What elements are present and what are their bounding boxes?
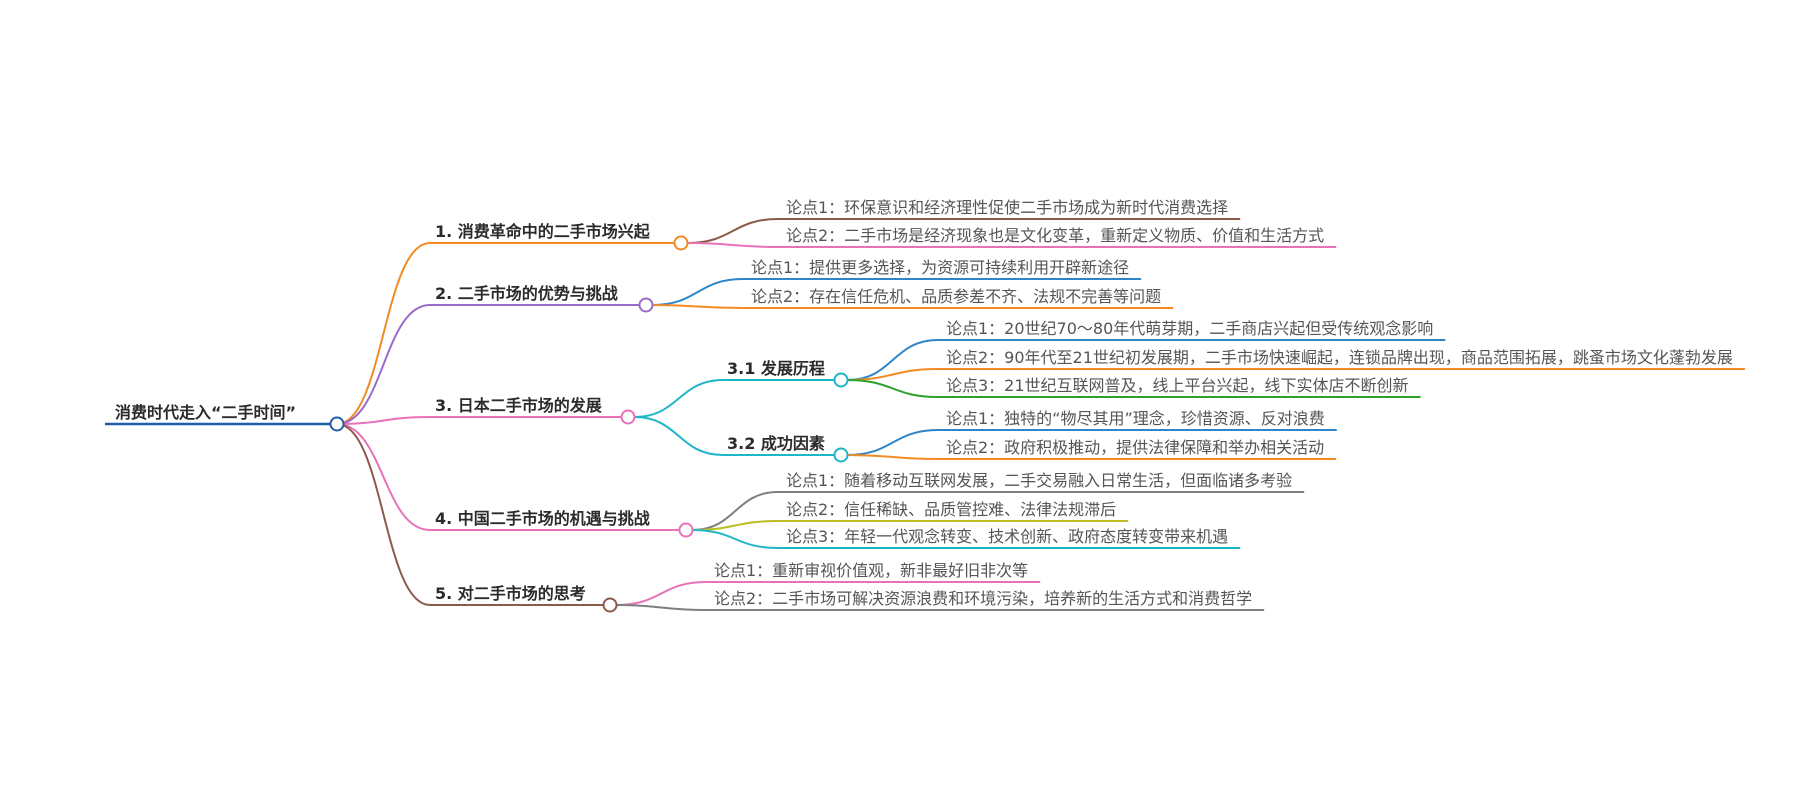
subbranch-3-1-leaf-3-label[interactable]: 论点3：21世纪互联网普及，线上平台兴起，线下实体店不断创新: [946, 376, 1409, 395]
subbranch-3-1-leaf-1-connector: [847, 339, 939, 381]
branch-4-connector: [336, 423, 431, 531]
connector-layer: [336, 218, 939, 611]
branch-3-label[interactable]: 3. 日本二手市场的发展: [435, 396, 603, 415]
branch-3-toggle[interactable]: [620, 409, 636, 425]
node-layer: 消费时代走入“二手时间” 1. 消费革命中的二手市场兴起 论点1：环保意识和经济理性…: [105, 198, 1745, 613]
branch-2-label[interactable]: 2. 二手市场的优势与挑战: [435, 284, 618, 303]
subbranch-3-1-connector: [634, 379, 724, 418]
branch-4-leaf-1-label[interactable]: 论点1：随着移动互联网发展，二手交易融入日常生活，但面临诸多考验: [786, 471, 1292, 490]
branch-1-toggle[interactable]: [673, 235, 689, 251]
subbranch-3-2-leaf-1-connector: [847, 429, 939, 456]
branch-4-leaf-2-label[interactable]: 论点2：信任稀缺、品质管控难、法律法规滞后: [786, 500, 1116, 519]
branch-5-leaf-2-connector: [616, 604, 707, 611]
branch-1-connector: [336, 242, 431, 425]
subbranch-3-2-leaf-2-connector: [847, 454, 939, 460]
branch-4-leaf-3-connector: [692, 529, 779, 549]
branch-1-leaf-1-connector: [687, 218, 779, 244]
branch-5-connector: [336, 423, 431, 606]
branch-4-leaf-3-label[interactable]: 论点3：年轻一代观念转变、技术创新、政府态度转变带来机遇: [786, 527, 1228, 546]
branch-2-toggle[interactable]: [638, 297, 654, 313]
root-node-label[interactable]: 消费时代走入“二手时间”: [115, 403, 296, 422]
branch-2-leaf-2-connector: [652, 304, 744, 309]
subbranch-3-1-leaf-2-label[interactable]: 论点2：90年代至21世纪初发展期，二手市场快速崛起，连锁品牌出现，商品范围拓展…: [946, 348, 1733, 367]
subbranch-3-1-leaf-3-connector: [847, 379, 939, 398]
branch-4-leaf-2-connector: [692, 520, 779, 531]
branch-3-connector: [336, 416, 431, 425]
subbranch-3-2-leaf-1-label[interactable]: 论点1：独特的“物尽其用”理念，珍惜资源、反对浪费: [946, 409, 1325, 428]
branch-2-leaf-1-label[interactable]: 论点1：提供更多选择，为资源可持续利用开辟新途径: [751, 258, 1129, 277]
root-node-toggle[interactable]: [329, 416, 345, 432]
branch-2-connector: [336, 304, 431, 425]
subbranch-3-2-connector: [634, 416, 724, 456]
subbranch-3-1-leaf-1-label[interactable]: 论点1：20世纪70～80年代萌芽期，二手商店兴起但受传统观念影响: [946, 319, 1433, 338]
branch-1-leaf-2-label[interactable]: 论点2：二手市场是经济现象也是文化变革，重新定义物质、价值和生活方式: [786, 226, 1324, 245]
branch-5-label[interactable]: 5. 对二手市场的思考: [435, 584, 586, 603]
subbranch-3-2-leaf-2-label[interactable]: 论点2：政府积极推动，提供法律保障和举办相关活动: [946, 438, 1324, 457]
branch-2-leaf-2-label[interactable]: 论点2：存在信任危机、品质参差不齐、法规不完善等问题: [751, 287, 1161, 306]
branch-5-leaf-2-label[interactable]: 论点2：二手市场可解决资源浪费和环境污染，培养新的生活方式和消费哲学: [714, 589, 1252, 608]
subbranch-3-2-toggle[interactable]: [833, 447, 849, 463]
branch-5-leaf-1-connector: [616, 581, 707, 606]
branch-1-label[interactable]: 1. 消费革命中的二手市场兴起: [435, 222, 651, 241]
branch-4-label[interactable]: 4. 中国二手市场的机遇与挑战: [435, 509, 650, 528]
branch-2-leaf-1-connector: [652, 278, 744, 306]
subbranch-3-2-label[interactable]: 3.2 成功因素: [727, 434, 825, 453]
subbranch-3-1-toggle[interactable]: [833, 372, 849, 388]
branch-4-leaf-1-connector: [692, 491, 779, 531]
branch-1-leaf-1-label[interactable]: 论点1：环保意识和经济理性促使二手市场成为新时代消费选择: [786, 198, 1228, 217]
branch-1-leaf-2-connector: [687, 242, 779, 248]
branch-5-leaf-1-label[interactable]: 论点1：重新审视价值观，新非最好旧非次等: [714, 561, 1028, 580]
branch-4-toggle[interactable]: [678, 522, 694, 538]
branch-5-toggle[interactable]: [602, 597, 618, 613]
subbranch-3-1-label[interactable]: 3.1 发展历程: [727, 359, 825, 378]
